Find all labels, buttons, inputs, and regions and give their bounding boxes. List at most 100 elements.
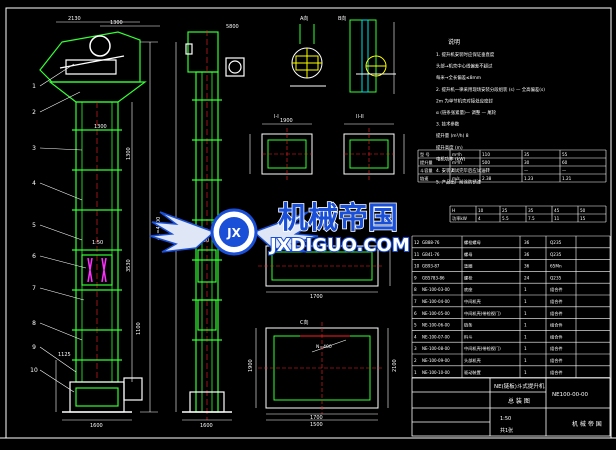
- bom-material: Q235: [550, 252, 562, 257]
- param-cell: —: [482, 168, 486, 173]
- bom-name: 底座: [464, 286, 472, 293]
- bom-name: 螺栓螺母: [464, 239, 481, 246]
- bom-index: 2: [414, 358, 417, 363]
- logo-english-text: JXDIGUO.COM: [268, 235, 410, 256]
- param-cell: 30: [524, 160, 530, 165]
- dimension-texts: 21301300580041=4800130035301100160011251…: [58, 16, 398, 429]
- bom-index: 7: [414, 299, 417, 304]
- bom-qty: 1: [524, 370, 527, 375]
- bom-index: 5: [414, 323, 417, 328]
- bom-index: 12: [414, 240, 420, 245]
- param-cell: 55: [562, 152, 568, 157]
- param-cell: L: [452, 168, 455, 173]
- callout-number: 2: [32, 109, 36, 116]
- bom-name: 垫圈: [464, 263, 472, 270]
- height-cell: 50: [580, 208, 586, 213]
- bom-code: NE-100-10-00: [422, 370, 450, 375]
- note-line: 3. 技术参数: [436, 121, 460, 128]
- bom-code: GB41-76: [422, 252, 440, 257]
- bom-code: NE-100-03-00: [422, 287, 450, 292]
- callout-number: 10: [30, 367, 38, 374]
- height-cell: 功率kW: [452, 215, 467, 222]
- title-block: [411, 377, 611, 437]
- drawing-number: NE100-00-00: [552, 392, 589, 398]
- height-cell: 25: [502, 208, 508, 213]
- bom-name: 头部机壳: [464, 357, 482, 364]
- dim-text: 1100: [136, 322, 142, 335]
- logo-badge: JX: [226, 226, 241, 240]
- height-cell: 4: [478, 216, 481, 221]
- param-cell: m/s: [452, 176, 460, 181]
- dim-text: 2100: [392, 359, 398, 372]
- bom-index: 8: [414, 287, 417, 292]
- bom-qty: 36: [524, 252, 530, 257]
- dim-text: 1700: [310, 415, 323, 421]
- dim-text: 5800: [226, 24, 239, 30]
- callout-number: 8: [32, 320, 36, 327]
- height-cell: 7.5: [528, 216, 535, 221]
- callout-number: 6: [32, 253, 36, 260]
- bom-material: 组合件: [550, 286, 563, 293]
- notes-title: 说明: [448, 38, 460, 46]
- right-wing-icon: [252, 211, 319, 253]
- drawing-scale: 1:50: [500, 416, 511, 422]
- dim-text: 1900: [248, 359, 254, 372]
- bom-material: 组合件: [550, 345, 563, 352]
- bom-name: 中间机壳(带检视门): [464, 310, 501, 317]
- bom-material: 组合件: [550, 369, 563, 376]
- dim-text: 1500: [310, 422, 323, 428]
- note-line: 4. 安装调试完毕后应试运转: [436, 167, 490, 174]
- drawing-subtitle: 总 装 图: [508, 397, 530, 405]
- param-cell: m³/h: [452, 160, 462, 165]
- note-line: 电机功率 (kW): [436, 155, 466, 162]
- bom-material: 组合件: [550, 322, 563, 329]
- bom-qty: 1: [524, 334, 527, 339]
- bom-material: Q235: [550, 275, 562, 280]
- height-cell: H: [452, 208, 455, 213]
- param-cell: 链速: [420, 175, 429, 182]
- height-cell: 11: [554, 216, 560, 221]
- bom-code: GB5783-86: [422, 275, 445, 280]
- bom-code: GB88-76: [422, 240, 440, 245]
- callout-number: 9: [32, 344, 36, 351]
- bom-index: 3: [414, 346, 417, 351]
- dim-text: 1300: [94, 124, 107, 130]
- detail-sections: [290, 19, 396, 94]
- bom-material: 组合件: [550, 310, 563, 317]
- bom-qty: 1: [524, 311, 527, 316]
- param-cell: —: [524, 168, 528, 173]
- bom-code: NE-100-07-00: [422, 334, 450, 339]
- bom-material: 65Mn: [550, 264, 562, 269]
- param-cell: 110: [482, 152, 490, 157]
- bom-material: 组合件: [550, 298, 563, 305]
- bom-qty: 36: [524, 240, 530, 245]
- dim-text: 1600: [200, 423, 213, 429]
- dim-text: 1:50: [92, 240, 103, 246]
- param-cell: —: [562, 168, 566, 173]
- left-wing-icon: [149, 211, 216, 253]
- small-plan-views: [249, 123, 405, 180]
- note-line: 提升高度 (m): [436, 144, 463, 151]
- param-cell: 60: [562, 160, 568, 165]
- watermark-logo: JX 机械帝国 JXDIGUO.COM: [149, 200, 411, 257]
- param-cell: 500: [482, 160, 490, 165]
- param-cell: 1.21: [562, 176, 572, 181]
- bom-name: 料斗: [464, 333, 472, 340]
- bom-material: Q235: [550, 240, 562, 245]
- note-line: 2m 为单节机壳对接处应密封: [436, 97, 493, 104]
- bom-code: GB93-87: [422, 264, 440, 269]
- bom-qty: 24: [524, 275, 530, 280]
- dim-text: 1700: [310, 294, 323, 300]
- bom-qty: 1: [524, 323, 527, 328]
- note-line: 1. 提升机安装时应保证垂直度: [436, 51, 495, 58]
- callout-number: 1: [32, 83, 36, 90]
- detail-label-b: B向: [338, 15, 346, 22]
- height-cell: 45: [554, 208, 560, 213]
- callout-number: 4: [32, 180, 36, 187]
- param-cell: 型 号: [420, 151, 430, 158]
- dim-text: 1600: [90, 423, 103, 429]
- dim-text: 41=4800: [156, 217, 162, 240]
